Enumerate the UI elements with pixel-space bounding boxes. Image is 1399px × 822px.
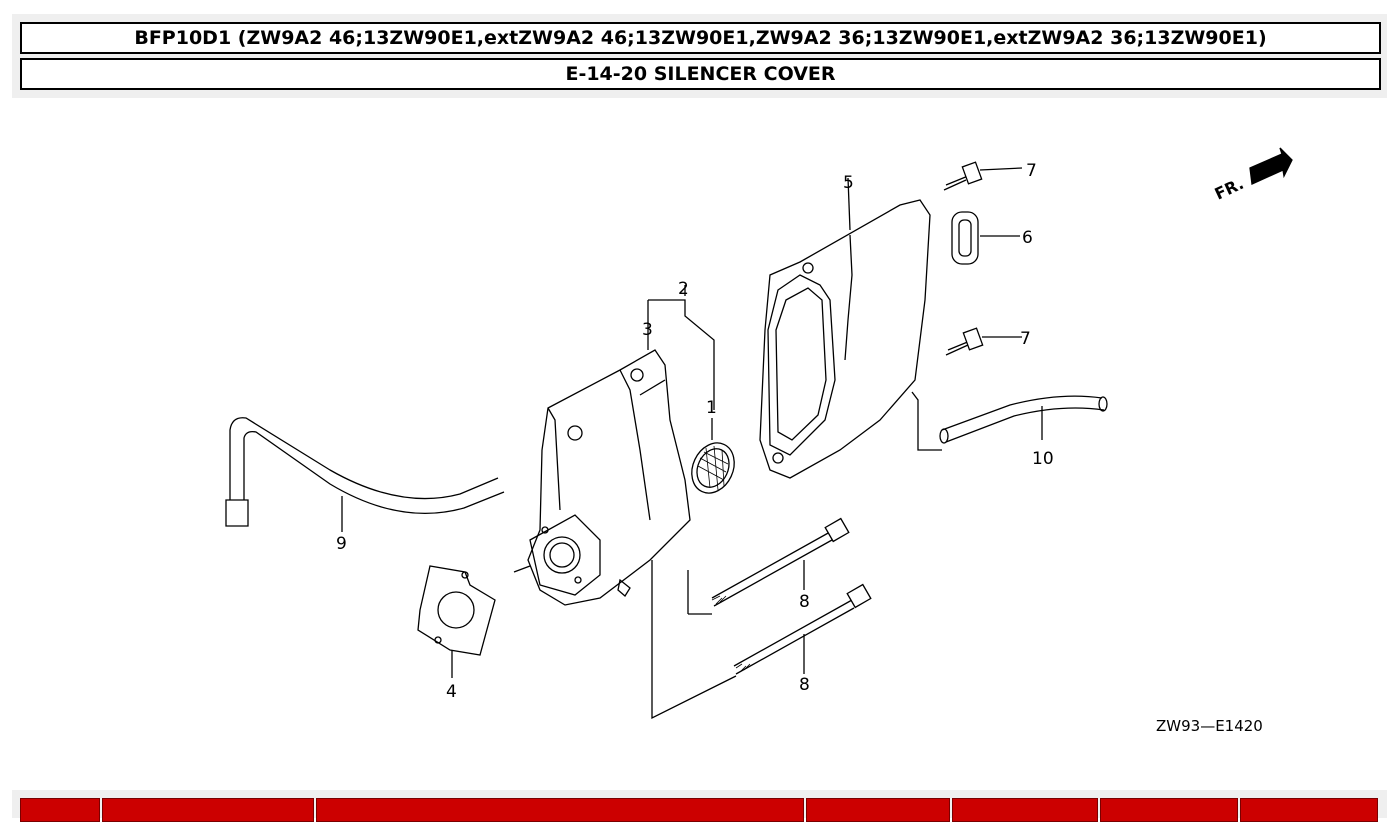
part-8-bolt-lower	[733, 583, 872, 675]
table-col-3	[316, 798, 804, 822]
section-title: E-14-20 SILENCER COVER	[20, 58, 1381, 90]
drawing-code: ZW93—E1420	[1156, 717, 1263, 735]
leader-lines	[651, 560, 737, 720]
callout-8-upper: 8	[799, 592, 810, 612]
parts-diagram: FR.	[225, 147, 1293, 735]
callout-7-lower: 7	[1020, 329, 1031, 349]
callout-3: 3	[642, 320, 653, 340]
callout-8-lower: 8	[799, 675, 810, 695]
part-6-grommet	[951, 211, 1020, 265]
part-1-screen	[691, 418, 735, 494]
part-8-bolt-upper	[711, 517, 850, 607]
part-9-hose	[225, 417, 505, 532]
callout-4: 4	[446, 682, 457, 702]
part-3-silencer-body	[513, 340, 691, 606]
callout-1: 1	[706, 398, 717, 418]
callout-10: 10	[1032, 449, 1054, 469]
table-col-6	[1100, 798, 1238, 822]
header-frame: BFP10D1 (ZW9A2 46;13ZW90E1,extZW9A2 46;1…	[12, 14, 1387, 98]
callout-6: 6	[1022, 228, 1033, 248]
part-7-bolt-lower	[945, 327, 1022, 356]
table-col-7	[1240, 798, 1378, 822]
callout-9: 9	[336, 534, 347, 554]
table-col-5	[952, 798, 1098, 822]
front-direction-arrow: FR.	[1212, 147, 1293, 204]
front-label: FR.	[1212, 174, 1247, 204]
part-5-silencer-cover	[759, 177, 931, 479]
model-title: BFP10D1 (ZW9A2 46;13ZW90E1,extZW9A2 46;1…	[20, 22, 1381, 54]
part-10-tube	[911, 391, 1108, 451]
table-col-2	[102, 798, 314, 822]
callout-7-upper: 7	[1026, 161, 1037, 181]
table-col-1	[20, 798, 100, 822]
callout-5: 5	[843, 173, 854, 193]
part-4-gasket	[417, 565, 496, 678]
part-7-bolt-upper	[943, 161, 1023, 191]
table-col-4	[806, 798, 950, 822]
callout-2: 2	[678, 279, 689, 299]
parts-table-header	[12, 790, 1387, 822]
part-2-bracket	[647, 285, 715, 410]
